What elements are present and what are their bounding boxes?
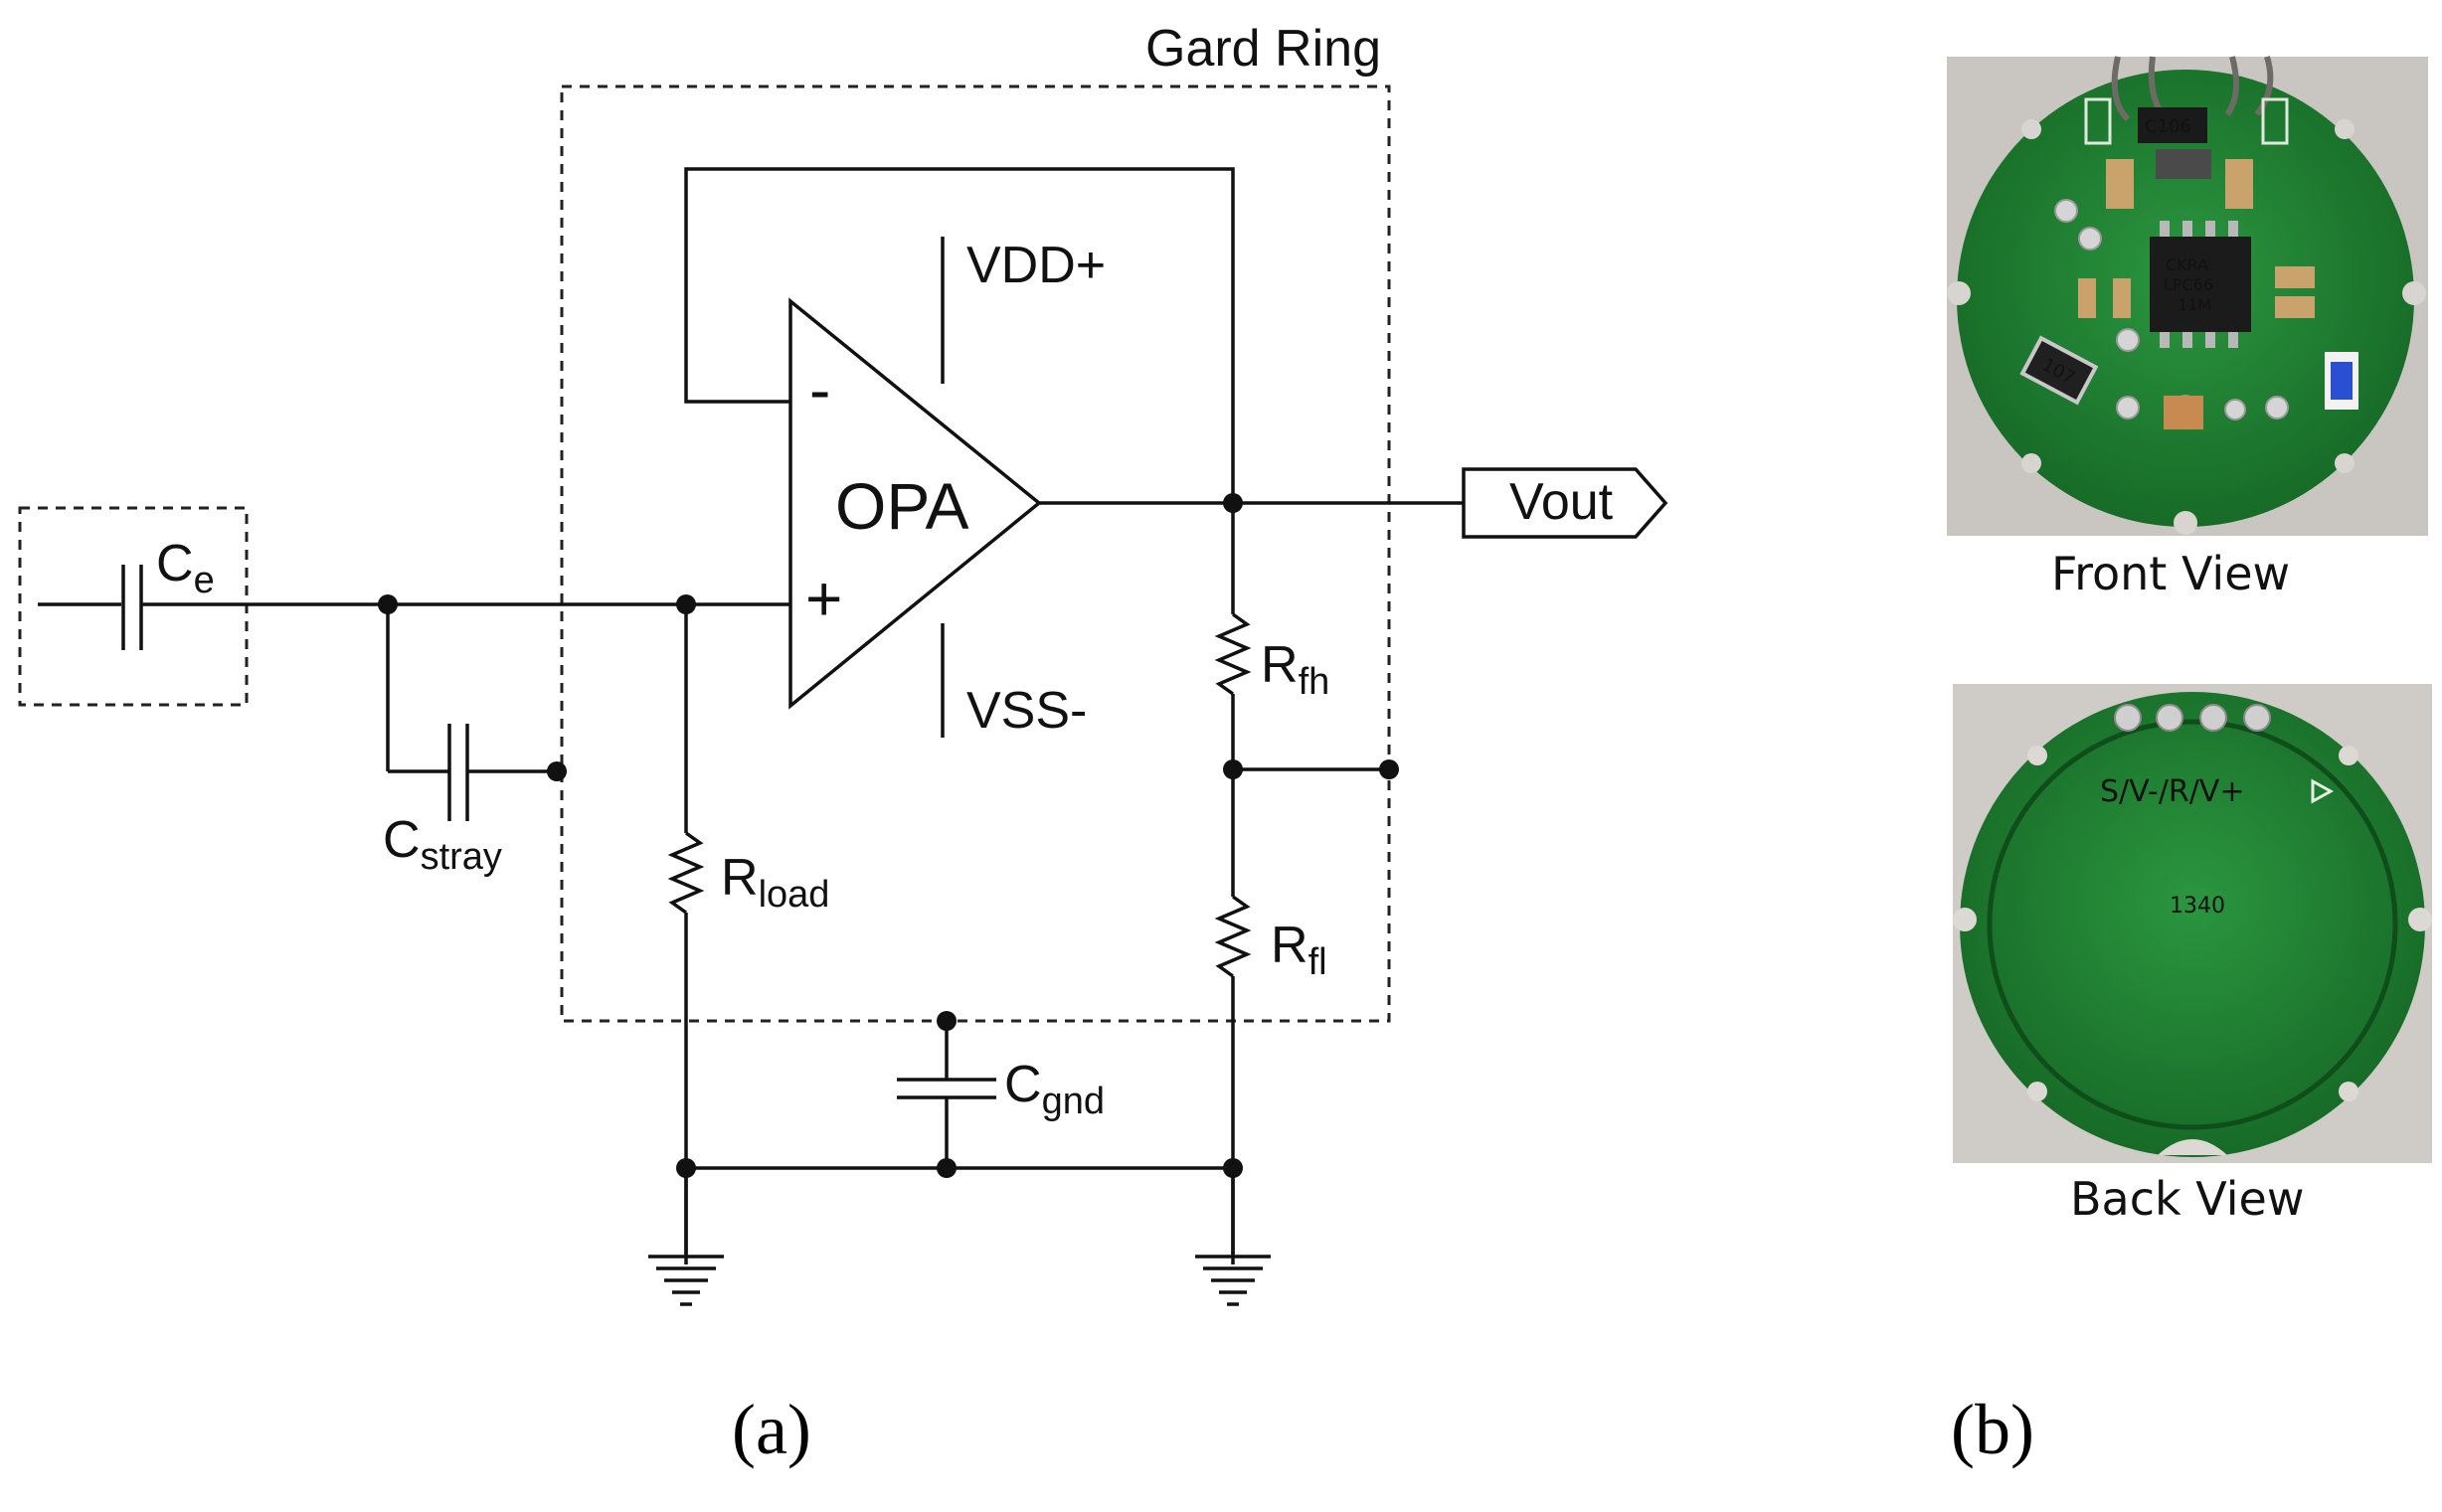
front-view-label: Front View (2051, 547, 2290, 600)
ic-marking-line1: CKRA (2166, 255, 2208, 274)
opamp-plus: + (805, 563, 842, 634)
guard-ring-label: Gard Ring (1145, 20, 1381, 78)
caption-b: (b) (1951, 1390, 2034, 1469)
back-number: 1340 (2170, 894, 2225, 919)
rfh-label: Rfh (1261, 636, 1329, 703)
front-view-photo: C106 CKRA LPC66 11M 107 (1947, 56, 2428, 536)
back-silkscreen: S/V-/R/V+ (2100, 774, 2244, 809)
front-cap-marking: C106 (2145, 116, 2191, 137)
vout-label: Vout (1509, 473, 1614, 531)
rload-label: Rload (721, 849, 829, 916)
opamp-symbol (788, 237, 1042, 738)
ce-label: Ce (156, 535, 215, 601)
pcb-photos-panel: C106 CKRA LPC66 11M 107 (1947, 56, 2432, 1469)
guard-ring-box (560, 84, 1391, 1023)
back-view-photo: S/V-/R/V+ 1340 (1953, 684, 2432, 1163)
vss-label: VSS- (966, 682, 1087, 740)
cgnd-capacitor (897, 1021, 996, 1168)
ce-capacitor (38, 565, 383, 650)
schematic-panel: Gard Ring Ce Cstray Rload (18, 20, 1668, 1469)
ground-symbol-right (1195, 1168, 1271, 1306)
cstray-capacitor (386, 604, 557, 821)
ic-marking-line3: 11M (2178, 295, 2211, 314)
rfh-resistor (1214, 503, 1252, 769)
opamp-label: OPA (835, 469, 968, 543)
vdd-label: VDD+ (966, 237, 1106, 294)
rfl-label: Rfl (1271, 917, 1327, 983)
cstray-label: Cstray (383, 811, 502, 878)
ic-marking-line2: LPC66 (2164, 275, 2213, 294)
back-view-label: Back View (2070, 1172, 2304, 1226)
feedback-wire (684, 167, 1235, 503)
ground-symbol-left (648, 1168, 724, 1306)
caption-a: (a) (732, 1390, 811, 1469)
junction-dots (378, 493, 1399, 1178)
electrode-box (18, 506, 249, 707)
opamp-minus: - (809, 354, 830, 425)
vout-terminal (1462, 467, 1668, 539)
cgnd-label: Cgnd (1004, 1056, 1105, 1122)
